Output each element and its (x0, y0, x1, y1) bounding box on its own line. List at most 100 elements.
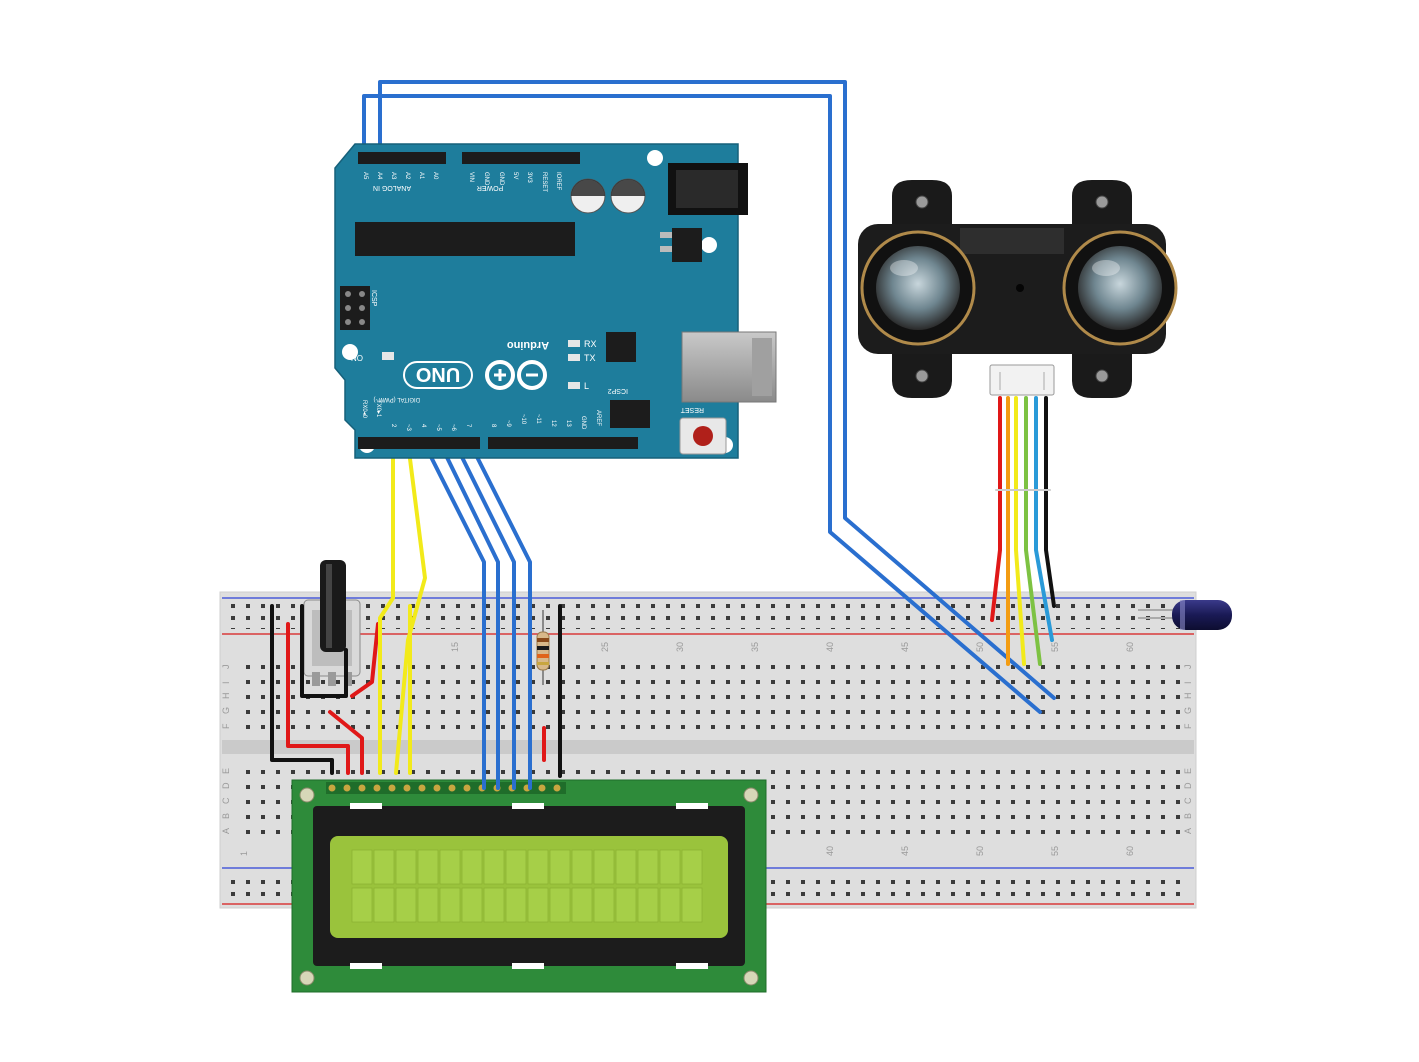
pin-label-a1: A1 (418, 172, 424, 180)
power-label: POWER (477, 184, 503, 191)
row-letter-b-right: B (1183, 813, 1193, 819)
sensor-wire-black (1044, 396, 1056, 608)
pin-label-d12: 12 (550, 420, 556, 427)
pin-label-d8: 8 (490, 424, 496, 428)
row-letter-e-right: E (1183, 768, 1193, 774)
pin-label-ioref: IOREF (555, 172, 561, 191)
pin-label-d6: ~6 (450, 424, 456, 432)
wire-red-pot (350, 622, 380, 698)
row-letter-c: C (221, 797, 231, 804)
pin-label-vin: VIN (468, 172, 474, 182)
potentiometer-shaft (320, 560, 346, 652)
uno-logo: UNO (403, 361, 473, 389)
row-letter-c-right: C (1183, 797, 1193, 804)
tx-led (568, 354, 580, 361)
icsp-label: ICSP (370, 290, 377, 307)
pin-label-gnd-2: GND (483, 172, 489, 186)
tx-label: TX (584, 353, 596, 363)
pin-label-gnd-1: GND (498, 172, 504, 186)
l-label: L (584, 381, 589, 391)
row-letter-d-right: D (1183, 782, 1193, 789)
wire-red-contrast (328, 710, 364, 775)
column-number-50-bottom: 50 (975, 846, 985, 856)
sensor-wire-green (1024, 396, 1042, 666)
digital-pwm-label: DIGITAL (PWM~) (373, 396, 420, 402)
pin-label-aref: AREF (595, 410, 601, 426)
arduino-uno-board: ANALOG IN POWER A5 A4 A3 A2 A1 A0 IOREF … (334, 143, 777, 459)
icsp-header (340, 286, 370, 330)
potentiometer (303, 560, 361, 686)
lidar-connector (989, 364, 1055, 396)
lcd-pin-header (326, 782, 566, 794)
row-letter-g: G (221, 707, 231, 714)
column-number-45: 45 (900, 642, 910, 652)
pin-label-d13: 13 (565, 420, 571, 427)
column-number-40-bottom: 40 (825, 846, 835, 856)
wire-blue-d7 (468, 441, 532, 790)
pin-label-reset: RESET (541, 172, 547, 192)
lidar-cable-bundle (990, 396, 1056, 666)
pin-label-5v: 5V (512, 172, 518, 179)
resistor (536, 610, 550, 685)
digital-header-low (358, 437, 480, 449)
pin-label-d2: 2 (390, 424, 396, 428)
column-number-1-bottom: 1 (239, 851, 249, 856)
column-number-35: 35 (750, 642, 760, 652)
column-number-15: 15 (450, 642, 460, 652)
pin-label-d1: TX0▸1 (375, 400, 381, 418)
row-letter-j-right: J (1183, 665, 1193, 670)
lcd-character-cells (351, 849, 703, 923)
column-number-40: 40 (825, 642, 835, 652)
icsp2-label: ICSP2 (608, 387, 628, 394)
sensor-wire-yellow (1014, 396, 1026, 666)
breadboard-terminal-top (238, 656, 1188, 734)
row-letter-f: F (221, 723, 231, 729)
row-letter-a-right: A (1183, 828, 1193, 834)
l-led (568, 382, 580, 389)
row-letter-j: J (221, 665, 231, 670)
sensor-wire-red (990, 396, 1002, 622)
pin-label-d9: ~9 (505, 420, 511, 428)
pin-label-gnd-digital: GND (580, 416, 586, 430)
pin-label-a0: A0 (432, 172, 438, 180)
pin-label-3v3: 3V3 (526, 172, 532, 183)
column-number-55-bottom: 55 (1050, 846, 1060, 856)
pin-label-a4: A4 (376, 172, 382, 180)
pin-label-a3: A3 (390, 172, 396, 180)
pin-label-d5: ~5 (435, 424, 441, 432)
wire-blue-d6 (453, 441, 516, 790)
wire-blue-a4 (378, 80, 1056, 700)
column-number-50: 50 (975, 642, 985, 652)
row-letter-b: B (221, 813, 231, 819)
breadboard-center-channel (222, 740, 1194, 754)
pin-label-d7: 7 (465, 424, 471, 428)
breadboard-row-letters: J I H G F E D C B A J I H G F E D C B A (221, 665, 1193, 835)
uno-label: UNO (416, 363, 460, 385)
wire-yellow-1 (378, 441, 395, 775)
wire-blue-a5 (362, 94, 1042, 714)
capacitor (1138, 600, 1232, 630)
wire-blue-d5 (438, 441, 500, 790)
column-number-60-bottom: 60 (1125, 846, 1135, 856)
reset-label: RESET (680, 406, 704, 413)
column-number-25: 25 (600, 642, 610, 652)
row-letter-h-right: H (1183, 693, 1193, 700)
wire-blue-d4 (422, 441, 486, 790)
breadboard-jumper-wires (270, 80, 1056, 790)
pin-label-d11: ~11 (535, 414, 541, 424)
pin-label-a2: A2 (404, 172, 410, 180)
column-number-45-bottom: 45 (900, 846, 910, 856)
pin-label-d4: 4 (420, 424, 426, 428)
breadboard: J I H G F E D C B A J I H G F E D C B A … (219, 591, 1197, 909)
wire-red-vcc (286, 622, 350, 775)
pin-label-d0: RX0◂0 (361, 400, 367, 419)
wire-black-pot (300, 604, 348, 698)
breadboard-column-numbers: 15 25 30 35 40 45 50 55 60 1 40 45 50 55… (239, 642, 1135, 856)
column-number-30: 30 (675, 642, 685, 652)
row-letter-i: I (221, 681, 231, 684)
rx-led (568, 340, 580, 347)
on-led (382, 352, 394, 360)
usb-interface-chip (606, 332, 636, 362)
wire-yellow-2 (394, 441, 427, 775)
